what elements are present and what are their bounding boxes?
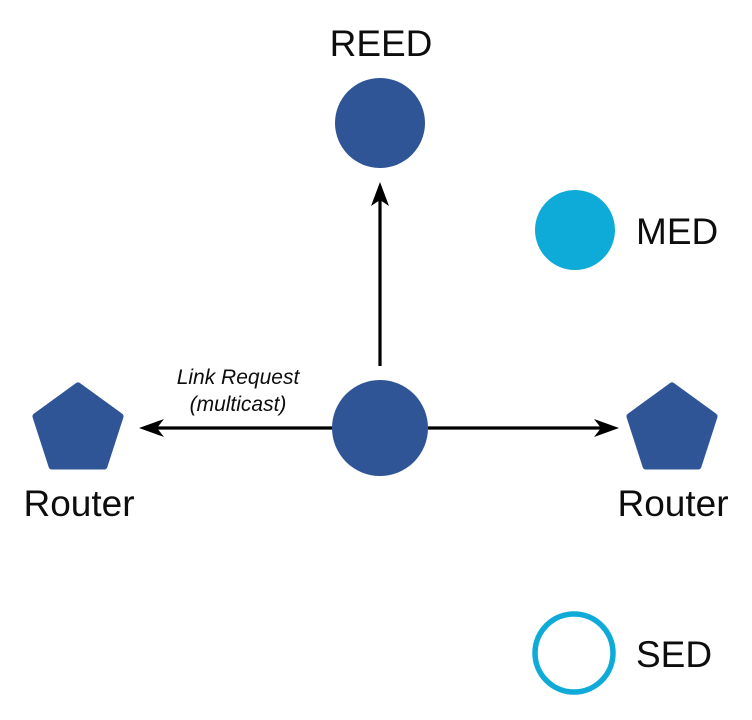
node-sed[interactable] [532, 611, 616, 695]
link-request-label-line1: Link Request [177, 366, 301, 389]
router-right-label: Router [617, 483, 728, 524]
nodes-layer [32, 78, 718, 695]
edge-leader-to-router-right[interactable] [428, 419, 619, 437]
node-med[interactable] [535, 190, 615, 270]
router-right-pentagon[interactable] [626, 382, 718, 470]
link-request-label-line2: (multicast) [190, 393, 287, 416]
node-reed[interactable] [335, 78, 425, 168]
arrow-head-right [594, 419, 619, 437]
node-router-left[interactable] [32, 382, 124, 470]
reed-circle[interactable] [335, 78, 425, 168]
router-left-pentagon[interactable] [32, 382, 124, 470]
med-circle[interactable] [535, 190, 615, 270]
med-label: MED [636, 211, 718, 252]
arrow-head-up [371, 182, 389, 206]
router-left-label: Router [23, 483, 134, 524]
sed-label: SED [636, 634, 712, 675]
labels-layer: REED MED SED Router Router Link Request … [23, 23, 728, 675]
edges-layer [139, 182, 619, 437]
arrow-head-left [139, 419, 164, 437]
leader-circle[interactable] [332, 380, 428, 476]
reed-label: REED [330, 23, 433, 64]
node-router-right[interactable] [626, 382, 718, 470]
link-request-label: Link Request (multicast) [177, 366, 301, 416]
edge-leader-to-reed[interactable] [371, 182, 389, 366]
sed-circle[interactable] [532, 611, 616, 695]
node-leader-center[interactable] [332, 380, 428, 476]
edge-leader-to-router-left[interactable] [139, 419, 333, 437]
